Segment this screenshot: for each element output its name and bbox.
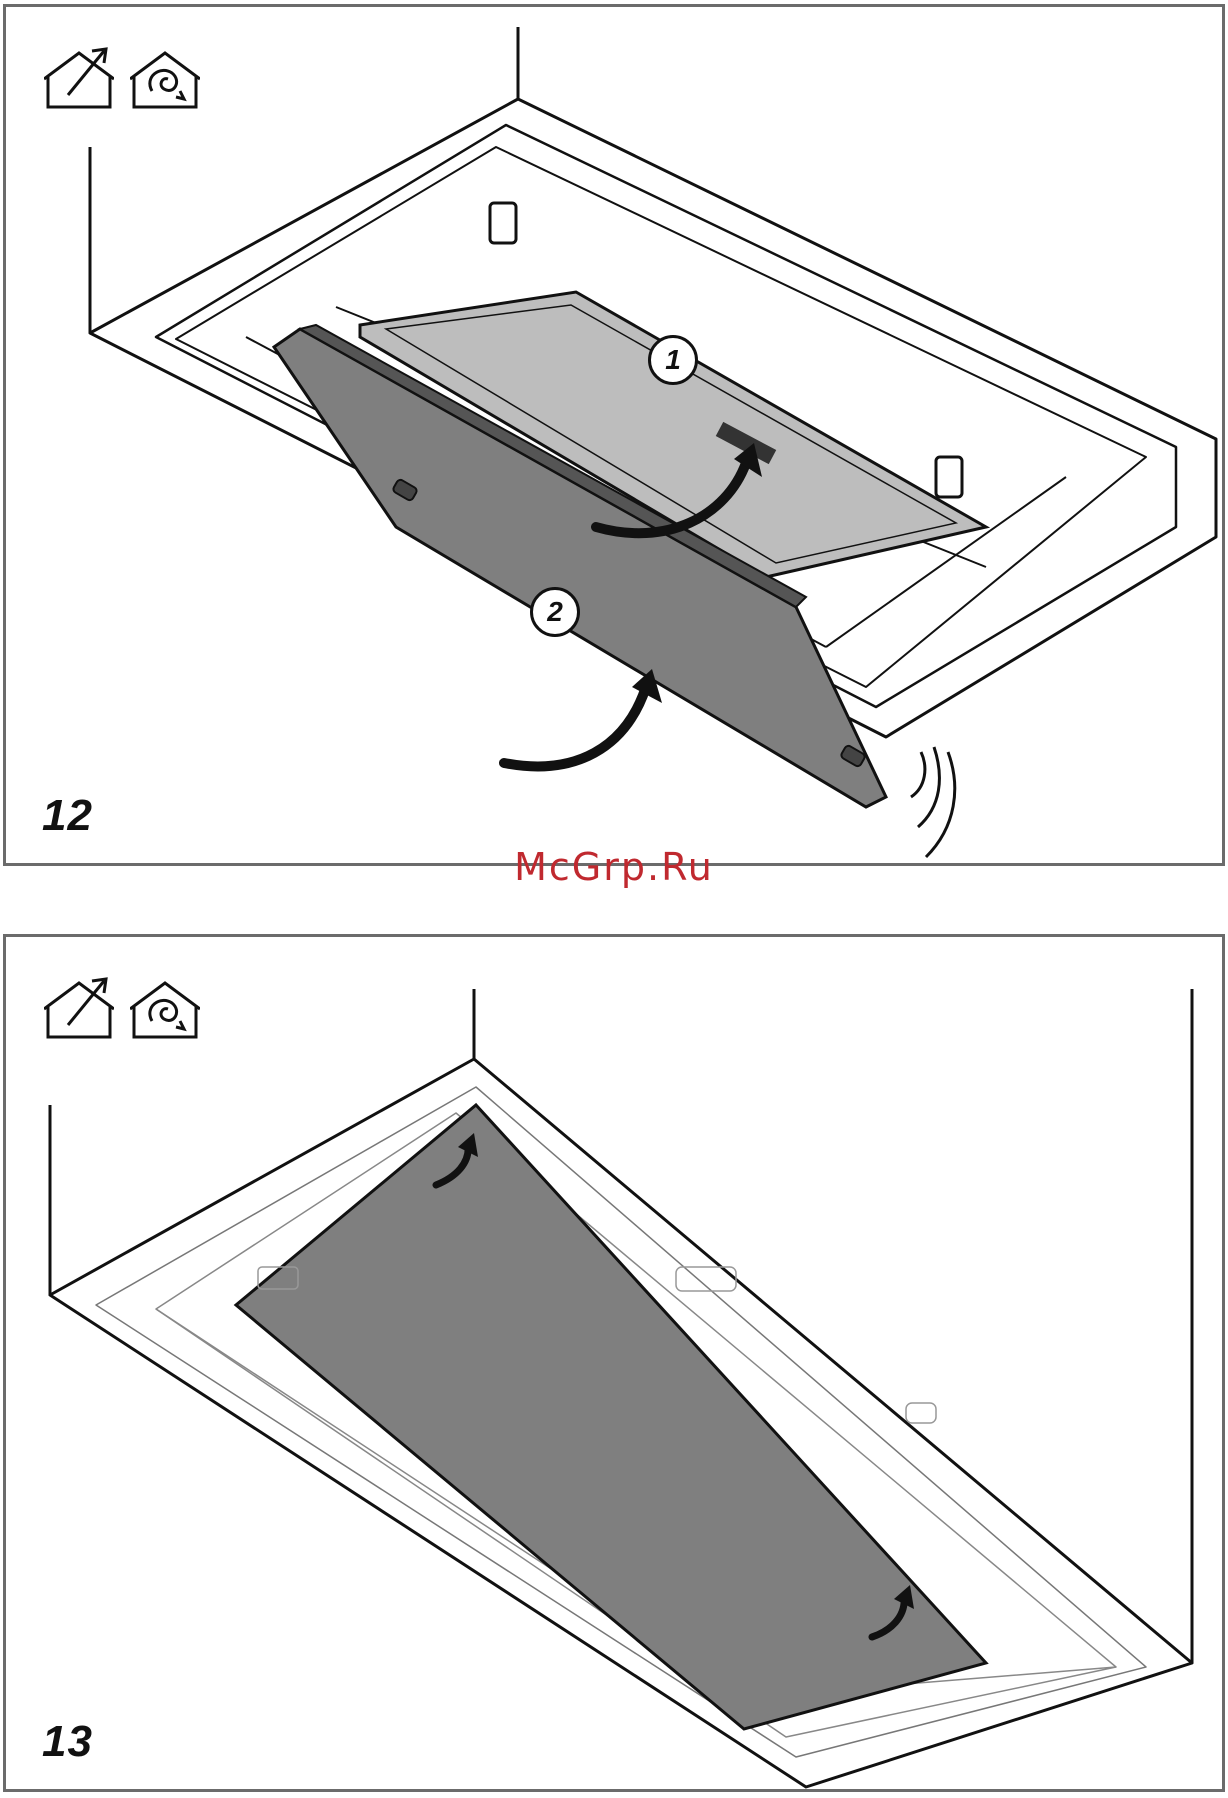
figure-13-mode-icons: [44, 977, 200, 1041]
figure-12-mode-icons: [44, 47, 200, 111]
watermark-text: McGrp.Ru: [0, 845, 1228, 889]
figure-number-12: 12: [42, 791, 93, 841]
callout-1: 1: [648, 335, 698, 385]
figure-13-panel: 13: [3, 934, 1225, 1792]
callout-2: 2: [530, 587, 580, 637]
light-fitting-bottom: [936, 457, 962, 497]
figure-number-13: 13: [42, 1717, 93, 1767]
figure-12-illustration: [6, 7, 1222, 863]
recirculation-house-icon: [44, 47, 114, 111]
figure-12-panel: 1 2 12: [3, 4, 1225, 866]
extraction-house-icon: [130, 47, 200, 111]
arrow-panel-up: [504, 687, 646, 766]
extraction-house-icon: [130, 977, 200, 1041]
light-fitting-top: [490, 203, 516, 243]
recirculation-house-icon: [44, 977, 114, 1041]
click-sound-marks: [911, 747, 955, 857]
figure-13-illustration: [6, 937, 1222, 1789]
